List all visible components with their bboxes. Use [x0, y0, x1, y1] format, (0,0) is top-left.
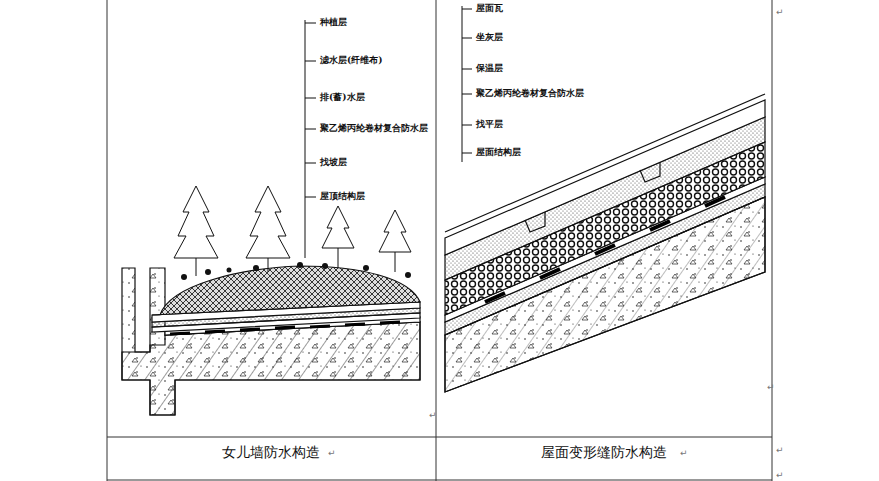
- part-label: 排(蓄)水层: [320, 93, 365, 102]
- part-label: 聚乙烯丙纶卷材复合防水层: [476, 89, 584, 98]
- part-label: 找平层: [476, 120, 503, 129]
- paragraph-mark: ↵: [776, 8, 784, 17]
- paragraph-mark: ↵: [328, 449, 336, 458]
- paragraph-mark: ↵: [429, 411, 437, 420]
- part-label: 屋顶结构层: [320, 192, 365, 201]
- part-label: 屋面结构层: [476, 148, 521, 157]
- part-label: 聚乙烯丙纶卷材复合防水层: [320, 124, 428, 133]
- paragraph-mark: ↵: [680, 449, 688, 458]
- part-label: 坐灰层: [476, 33, 503, 42]
- part-label: 滤水层(纤维布): [320, 56, 383, 65]
- part-label: 保温层: [476, 64, 503, 73]
- paragraph-mark: ↵: [767, 383, 775, 392]
- part-label: 找坡层: [320, 158, 347, 167]
- paragraph-mark: ↵: [776, 471, 784, 480]
- part-label: 种植层: [320, 18, 347, 27]
- figure-caption: 屋面变形缝防水构造: [541, 445, 667, 459]
- part-label: 屋面瓦: [476, 4, 503, 13]
- figure-caption: 女儿墙防水构造: [222, 445, 320, 459]
- paragraph-mark: ↵: [776, 446, 784, 455]
